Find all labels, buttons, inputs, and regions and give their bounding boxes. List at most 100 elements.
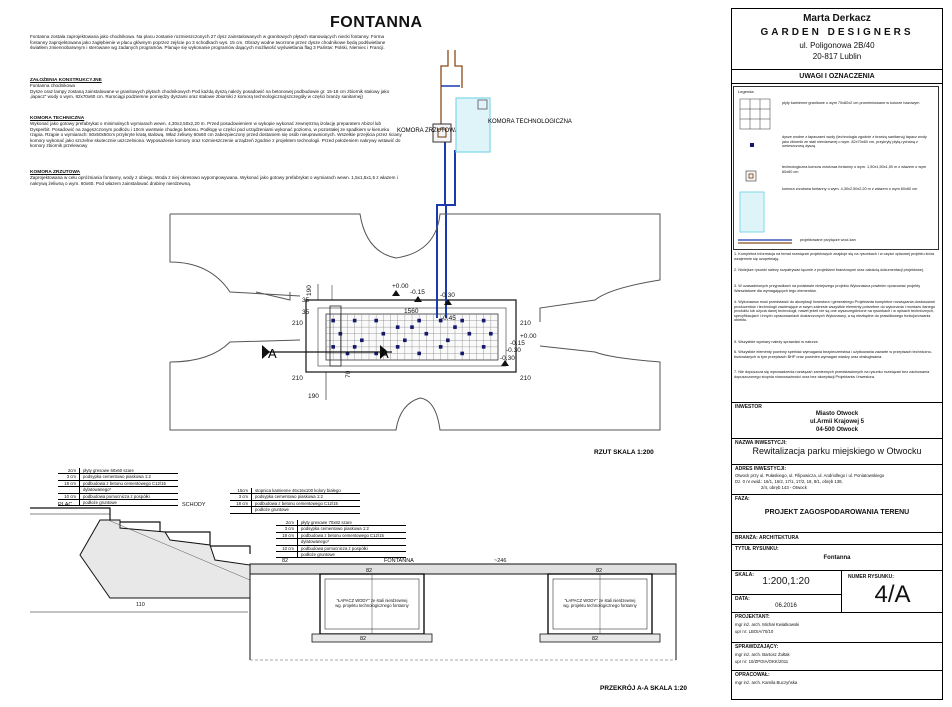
- title-block: Marta Derkacz GARDEN DESIGNERS ul. Polig…: [731, 8, 943, 700]
- nozzle: [410, 325, 414, 329]
- layer-description: płyty gresowe 60x60 szare: [83, 468, 134, 473]
- nozzle: [352, 345, 357, 349]
- drawing-title-label: TYTUŁ RYSUNKU:: [735, 546, 779, 552]
- checker-block: SPRAWDZAJĄCY: mgr inż. arch. Bartosz Żuł…: [731, 642, 943, 671]
- level-2: -0.15: [410, 289, 425, 296]
- note-7: 7. Nie dopuszcza się wprowadzenia rozwią…: [734, 370, 930, 379]
- author-block: OPRACOWAŁ: mgr inż. arch. Kamila Buczyńs…: [731, 670, 943, 701]
- layer-row: podłoże gruntowe: [276, 552, 406, 559]
- layer-description: dylatowanego*: [301, 539, 330, 545]
- investor-name: Miasto Otwock: [815, 411, 859, 417]
- investment-label: NAZWA INWESTYCJI:: [735, 440, 787, 446]
- author-name: mgr inż. arch. Kamila Buczyńska: [735, 680, 798, 685]
- nozzle: [481, 345, 486, 349]
- dim-210-d: 210: [520, 375, 531, 382]
- scale-value: 1:200,1:20: [762, 576, 810, 587]
- drain-chamber-section: KOMORA ZRZUTOWA Zaprojektowana w celu op…: [30, 170, 402, 186]
- layer-description: podbudowa z betonu cementowego C12/15: [83, 480, 166, 486]
- nozzle: [374, 351, 378, 356]
- layer-thickness: 18 cm: [276, 532, 298, 539]
- drain-chamber-label: KOMORA ZRZUTOWA: [397, 128, 459, 134]
- dim-246: ~246: [494, 558, 506, 564]
- legend-title: UWAGI I OZNACZENIA: [799, 73, 875, 80]
- note-4: 4. Wykonawca musi przedstawić do akcepta…: [734, 300, 935, 323]
- layer-description: podłoże gruntowe: [83, 500, 117, 506]
- nozzle: [417, 351, 421, 356]
- layer-thickness: 2cm: [276, 520, 298, 526]
- nozzle: [381, 331, 386, 336]
- label-plac: PLAC: [58, 502, 72, 508]
- layer-description: stopnica kamienne 46x16x100 kolory białe…: [255, 488, 341, 493]
- plaza-outline: [169, 213, 661, 431]
- level-3: -0.30: [440, 292, 455, 299]
- layer-row: podłoże gruntowe: [230, 507, 360, 514]
- scale-block: SKALA: 1:200,1:20: [731, 570, 841, 595]
- branch-block: BRANŻA: ARCHITEKTURA: [731, 532, 943, 545]
- label-schody: SCHODY: [182, 502, 206, 508]
- layer-thickness: 3 cm: [230, 494, 252, 500]
- layer-thickness: 2cm: [58, 468, 80, 474]
- dim-82-b: 82: [366, 568, 372, 574]
- intro-text: Fontanna została zaprojektowana jako cho…: [30, 34, 386, 51]
- level-4: -0.45: [441, 315, 456, 322]
- number-label: NUMER RYSUNKU:: [848, 574, 894, 580]
- nozzle: [446, 338, 450, 343]
- nozzle: [331, 318, 335, 323]
- address-line-3: 2/4, obręb 143 - Otwock: [761, 485, 807, 490]
- checker-license: upr nr: 10/ZPOIA/OKK/2011: [735, 659, 789, 664]
- nozzle: [338, 331, 343, 336]
- layer-thickness: 10 cm: [58, 493, 80, 500]
- nozzle: [374, 318, 378, 323]
- layer-thickness: 18 cm: [58, 480, 80, 487]
- note-2: 2. Niniejsze rysunki należy rozpatrywać …: [734, 268, 924, 272]
- layer-description: podbudowa z betonu cementowego C12/15: [301, 532, 384, 538]
- nozzle: [395, 325, 400, 329]
- legend-symbols: [739, 98, 771, 233]
- level-5: +0.00: [520, 333, 537, 340]
- author-label: OPRACOWAŁ:: [735, 672, 770, 678]
- branch-label: BRANŻA: ARCHITEKTURA: [735, 535, 799, 541]
- layer-thickness: [58, 500, 80, 506]
- layer-description: podłoże gruntowe: [255, 507, 289, 513]
- nozzle: [460, 351, 464, 356]
- phase-block: FAZA: PROJEKT ZAGOSPODAROWANIA TERENU: [731, 494, 943, 533]
- note-5: 5. Wszystkie wymiary należy sprawdzić w …: [734, 340, 819, 344]
- company-name: Marta Derkacz: [803, 13, 871, 24]
- layer-thickness: [230, 507, 252, 513]
- company-city: 20-817 Lublin: [812, 52, 862, 61]
- drawing-number: 4/A: [874, 581, 911, 608]
- construction-heading: ZAŁOŻENIA KONSTRUKCYJNE: [30, 78, 102, 83]
- level-markers: +0.00 -0.15 -0.30 -0.45 +0.00 -0.15 -0.3…: [392, 283, 537, 366]
- drawing-title: Fontanna: [823, 555, 851, 561]
- investment-name: Rewitalizacja parku miejskiego w Otwocku: [752, 446, 922, 456]
- nozzle: [403, 338, 407, 343]
- layer-thickness: 3 cm: [58, 474, 80, 480]
- section-labels: PLAC SCHODY FONTANNA 110 82 82 82 82 82 …: [58, 502, 602, 642]
- layer-description: podbudowa pomocnicza z pospółki: [83, 493, 150, 499]
- scale-label: SKALA:: [735, 572, 754, 578]
- dim-190-top: 190: [306, 285, 313, 296]
- nozzle: [352, 318, 357, 323]
- tech-chamber-text: Wykonać jako gotowy prefabrykat o minima…: [30, 121, 402, 149]
- dim-82-c: 82: [596, 568, 602, 574]
- drain-chamber-text: Zaprojektowana w celu opróżniania fontan…: [30, 175, 398, 186]
- legend-label: Legenda: [738, 89, 754, 94]
- layer-description: podłoże gruntowe: [301, 552, 335, 558]
- nozzle: [489, 331, 493, 336]
- nozzle: [424, 331, 429, 336]
- section-caption: PRZEKRÓJ A-A SKALA 1:20: [600, 683, 687, 692]
- level-6: -0.15: [510, 340, 525, 347]
- tech-chamber-heading: KOMORA TECHNICZNA: [30, 116, 85, 121]
- pipe-legend-symbol: [738, 239, 792, 244]
- legend-item-3: technologiczna komora zrzutowa fontanny …: [782, 165, 927, 174]
- nozzle: [395, 345, 400, 349]
- section-marker-right: A: [380, 346, 389, 361]
- legend-item-2: dysze wodne z łapaczami wody (technologi…: [782, 135, 927, 148]
- dim-82-e: 82: [592, 636, 598, 642]
- pipes: [436, 50, 463, 298]
